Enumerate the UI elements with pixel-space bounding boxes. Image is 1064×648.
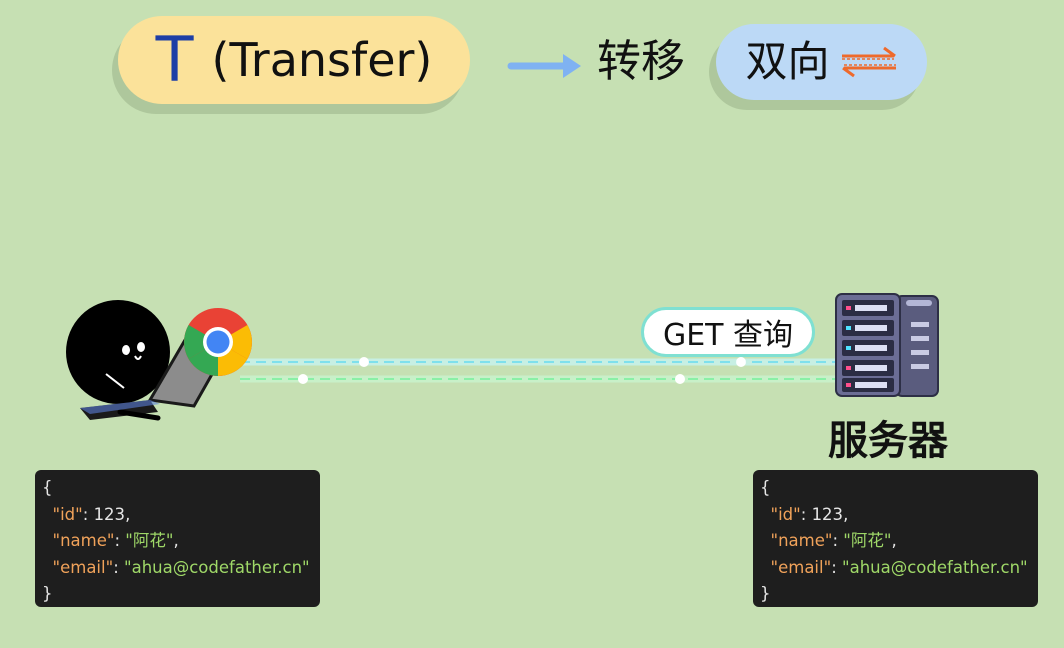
bidirectional-arrows-icon	[841, 46, 896, 78]
chrome-icon	[184, 308, 252, 376]
json-close-brace: }	[42, 584, 53, 603]
transfer-word: (Transfer)	[211, 33, 433, 87]
meaning-text: 转移	[597, 36, 685, 87]
json-key-email: "email"	[770, 557, 832, 577]
request-line	[240, 357, 836, 367]
t-letter: T	[155, 23, 194, 96]
json-open-brace: {	[760, 478, 771, 497]
response-line	[240, 374, 836, 384]
json-key-email: "email"	[52, 557, 114, 577]
server-rack-icon	[835, 293, 939, 397]
json-key-id: "id"	[52, 504, 83, 524]
json-value-email: "ahua@codefather.cn"	[124, 557, 310, 577]
request-label: GET 查询	[641, 307, 815, 357]
json-open-brace: {	[42, 478, 53, 497]
json-value-name: "阿花"	[843, 531, 892, 550]
server-label: 服务器	[828, 418, 948, 464]
json-key-id: "id"	[770, 504, 801, 524]
right-arrow-icon	[507, 54, 581, 78]
client-json-block: { "id": 123, "name": "阿花", "email": "ahu…	[35, 470, 320, 607]
direction-label: 双向	[745, 37, 830, 86]
json-value-email: "ahua@codefather.cn"	[842, 557, 1028, 577]
json-close-brace: }	[760, 584, 771, 603]
direction-pill: 双向	[716, 24, 927, 100]
transfer-pill: T (Transfer)	[118, 16, 470, 104]
json-key-name: "name"	[770, 531, 833, 550]
server-json-block: { "id": 123, "name": "阿花", "email": "ahu…	[753, 470, 1038, 607]
json-value-id: 123	[93, 504, 126, 524]
json-value-id: 123	[811, 504, 844, 524]
json-value-name: "阿花"	[125, 531, 174, 550]
json-key-name: "name"	[52, 531, 115, 550]
